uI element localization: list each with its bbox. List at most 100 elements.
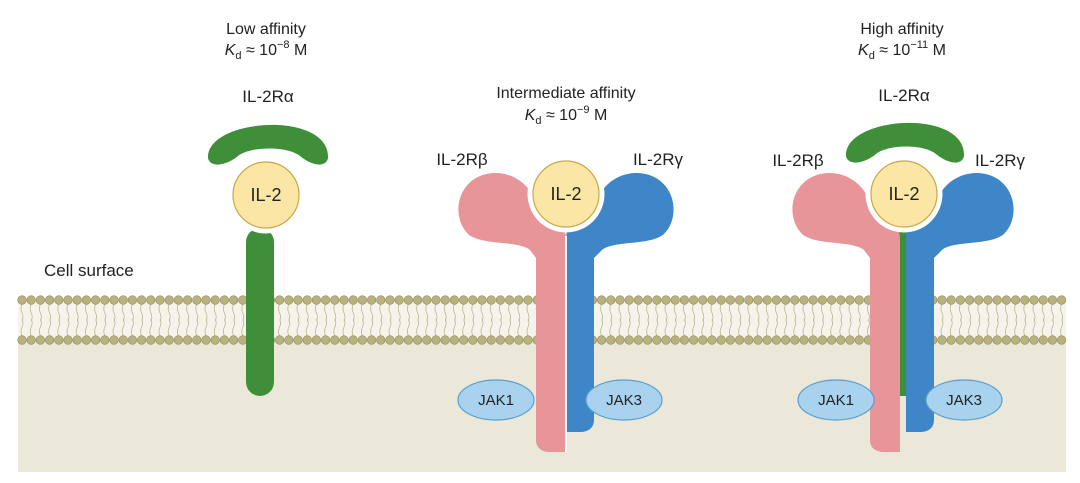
lipid-head (348, 295, 358, 305)
il2r-alpha-label: IL-2Rα (878, 86, 930, 105)
lipid-head (17, 295, 27, 305)
lipid-head (633, 335, 644, 345)
lipid-tail (802, 303, 806, 337)
lipid-head (311, 335, 322, 345)
il2-ligand-outline (232, 161, 300, 229)
il2r-beta-chain (458, 173, 566, 452)
lipid-head (477, 335, 487, 345)
il2r-beta-label: IL-2Rβ (436, 150, 488, 169)
lipid-head (192, 295, 202, 305)
lipid-head (799, 295, 809, 305)
il2r-beta-label: IL-2Rβ (772, 151, 824, 170)
lipid-head (81, 295, 91, 305)
lipid-head (992, 335, 1002, 345)
lipid-head (946, 295, 956, 305)
lipid-head (72, 295, 82, 305)
lipid-head (596, 295, 607, 305)
lipid-tail (867, 303, 870, 337)
lipid-tail (637, 303, 640, 337)
lipid-head (431, 335, 441, 345)
lipid-tail (213, 303, 217, 337)
lipid-head (26, 335, 36, 345)
lipid-tail (351, 303, 355, 337)
lipid-head (1010, 295, 1021, 305)
lipid-tail (443, 303, 447, 337)
lipid-head (155, 295, 165, 305)
lipid-tail (618, 303, 622, 337)
lipid-head (210, 295, 220, 305)
lipid-head (459, 335, 469, 345)
lipid-head (229, 335, 239, 345)
lipid-head (652, 295, 662, 305)
lipid-head (679, 335, 690, 345)
il2r-alpha-cap (845, 122, 965, 163)
lipid-tail (434, 303, 438, 337)
lipid-head (35, 335, 46, 345)
lipid-head (219, 335, 229, 345)
lipid-head (413, 295, 423, 305)
lipid-tail (1060, 303, 1063, 337)
lipid-heads (17, 295, 1067, 345)
lipid-head (845, 335, 855, 345)
il2r-gamma-chain (566, 173, 674, 432)
lipid-head (642, 295, 653, 305)
lipid-head (652, 335, 662, 345)
lipid-tail (811, 303, 815, 337)
lipid-head (762, 335, 772, 345)
high-affinity-complex: High affinity Kd ≈ 10−11 M IL-2Rα IL-2Rβ… (772, 21, 1026, 452)
lipid-head (1001, 295, 1012, 305)
lipid-head (771, 335, 782, 345)
lipid-tail (986, 303, 990, 337)
lipid-head (606, 295, 616, 305)
lipid-tail (793, 303, 797, 337)
lipid-head (606, 335, 616, 345)
lipid-head (486, 335, 496, 345)
il2-label: IL-2 (250, 185, 281, 205)
lipid-head (44, 295, 55, 305)
lipid-tail (959, 303, 962, 337)
lipid-head (339, 295, 349, 305)
il2r-gamma-label: IL-2Rγ (975, 151, 1026, 170)
lipid-head (403, 295, 414, 305)
lipid-head (118, 335, 128, 345)
lipid-tail (664, 303, 668, 337)
lipid-head (137, 295, 147, 305)
lipid-tail (995, 303, 999, 337)
lipid-head (1029, 335, 1039, 345)
kd-value: Kd ≈ 10−11 M (858, 39, 946, 62)
lipid-tail (342, 303, 346, 337)
lipid-head (394, 295, 404, 305)
lipid-tail (848, 303, 852, 337)
lipid-head (633, 295, 644, 305)
lipid-head (1047, 295, 1057, 305)
lipid-tail (232, 303, 235, 337)
lipid-tail (508, 303, 511, 337)
lipid-head (826, 295, 837, 305)
lipid-head (495, 335, 506, 345)
lipid-head (90, 335, 101, 345)
lipid-tail (489, 303, 493, 337)
lipid-head (385, 295, 395, 305)
lipid-tail (940, 303, 944, 337)
lipid-tail (462, 303, 465, 337)
lipid-tail (600, 303, 603, 337)
lipid-head (367, 295, 377, 305)
lipid-tail (729, 303, 732, 337)
lipid-head (661, 335, 671, 345)
lipid-head (284, 335, 294, 345)
lipid-tail (370, 303, 373, 337)
il2-label: IL-2 (550, 184, 581, 204)
lipid-tail (646, 303, 649, 337)
lipid-head (109, 335, 119, 345)
lipid-head (201, 295, 211, 305)
lipid-head (642, 335, 653, 345)
lipid-tail (361, 303, 364, 337)
lipid-tail (1051, 303, 1054, 337)
lipid-tail (765, 303, 769, 337)
il2-ligand (865, 155, 943, 233)
lipid-tail (204, 303, 208, 337)
lipid-tail (131, 303, 134, 337)
lipid-head (974, 295, 984, 305)
lipid-head (817, 295, 828, 305)
lipid-head (127, 295, 137, 305)
